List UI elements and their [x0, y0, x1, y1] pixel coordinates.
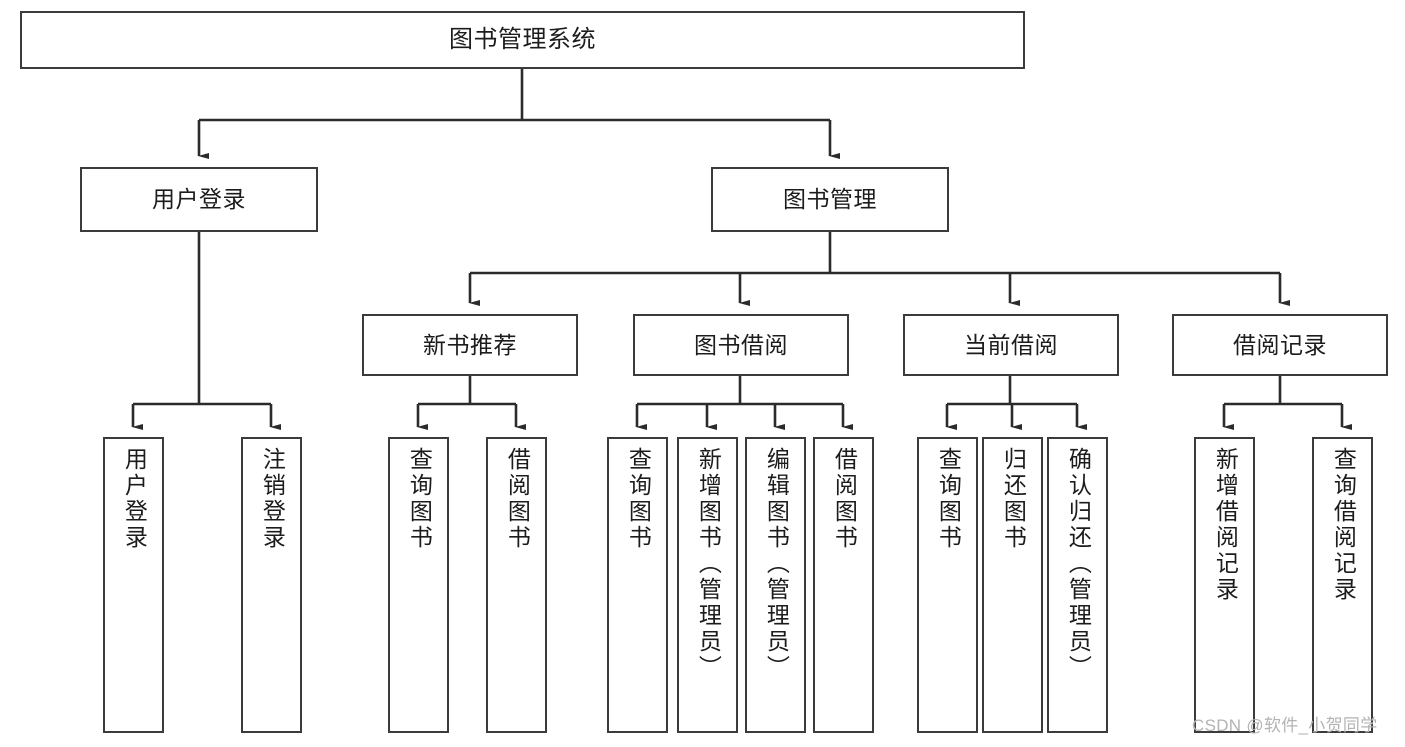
leaf-current-borrow-confirm-return[interactable]: 确认归还（管理员） [1047, 437, 1108, 733]
leaf-user-login-logout[interactable]: 注销登录 [241, 437, 302, 733]
node-current-borrow[interactable]: 当前借阅 [903, 314, 1119, 376]
node-label: 新书推荐 [423, 331, 517, 358]
node-label: 查询图书 [625, 447, 652, 551]
node-label: 查询图书 [406, 447, 433, 551]
node-book-borrow[interactable]: 图书借阅 [633, 314, 849, 376]
leaf-book-borrow-add[interactable]: 新增图书（管理员） [677, 437, 738, 733]
node-label: 图书管理 [783, 186, 877, 212]
node-borrow-record[interactable]: 借阅记录 [1172, 314, 1388, 376]
watermark: CSDN @软件_小贺同学 [1192, 716, 1378, 735]
node-new-book-recommend[interactable]: 新书推荐 [362, 314, 578, 376]
node-label: 查询图书 [935, 447, 962, 551]
node-label: 图书借阅 [694, 331, 788, 358]
node-label: 注销登录 [259, 447, 286, 551]
leaf-book-borrow-query[interactable]: 查询图书 [607, 437, 668, 733]
leaf-book-borrow-borrow[interactable]: 借阅图书 [813, 437, 874, 733]
node-label: 用户登录 [152, 186, 246, 212]
node-label: 用户登录 [121, 447, 148, 551]
node-root-system[interactable]: 图书管理系统 [20, 11, 1025, 69]
node-book-management[interactable]: 图书管理 [711, 167, 949, 232]
leaf-book-borrow-edit[interactable]: 编辑图书（管理员） [745, 437, 806, 733]
node-label: 编辑图书（管理员） [763, 447, 790, 681]
node-label: 归还图书 [1000, 447, 1027, 551]
leaf-new-book-query[interactable]: 查询图书 [388, 437, 449, 733]
leaf-borrow-record-add[interactable]: 新增借阅记录 [1194, 437, 1255, 733]
leaf-new-book-borrow[interactable]: 借阅图书 [486, 437, 547, 733]
node-label: 新增借阅记录 [1212, 447, 1239, 603]
node-label: 新增图书（管理员） [695, 447, 722, 681]
node-label: 确认归还（管理员） [1065, 447, 1092, 681]
node-label: 查询借阅记录 [1330, 447, 1357, 603]
node-label: 借阅记录 [1233, 331, 1327, 358]
leaf-current-borrow-return[interactable]: 归还图书 [982, 437, 1043, 733]
node-label: 当前借阅 [964, 331, 1058, 358]
node-label: 借阅图书 [831, 447, 858, 551]
leaf-current-borrow-query[interactable]: 查询图书 [917, 437, 978, 733]
leaf-borrow-record-query[interactable]: 查询借阅记录 [1312, 437, 1373, 733]
node-label: 图书管理系统 [449, 26, 596, 53]
node-label: 借阅图书 [504, 447, 531, 551]
node-user-login[interactable]: 用户登录 [80, 167, 318, 232]
leaf-user-login-login[interactable]: 用户登录 [103, 437, 164, 733]
